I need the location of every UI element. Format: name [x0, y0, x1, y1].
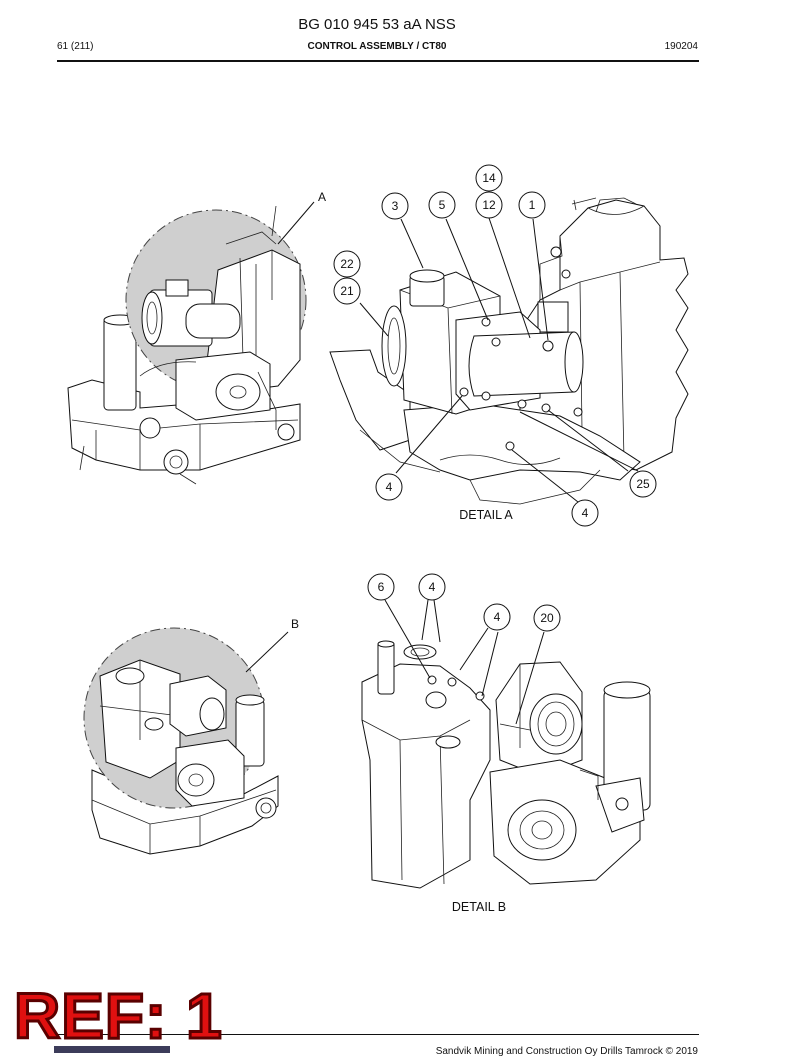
svg-text:5: 5 — [439, 198, 446, 212]
svg-text:14: 14 — [482, 171, 496, 185]
callout-21: 21 — [333, 277, 361, 305]
document-title: BG 010 945 53 aA NSS — [298, 16, 456, 33]
callout-3: 3 — [381, 192, 409, 220]
callout-4-detail-b-mid: 4 — [483, 603, 511, 631]
detail-b-label: DETAIL B — [452, 900, 506, 914]
overview-a-leader — [277, 201, 315, 245]
callout-4-detail-b-top: 4 — [418, 573, 446, 601]
overview-a-label: A — [318, 190, 326, 204]
overview-b-label: B — [291, 617, 299, 631]
svg-text:6: 6 — [378, 580, 385, 594]
svg-text:4: 4 — [386, 480, 393, 494]
callout-20: 20 — [533, 604, 561, 632]
callout-14: 14 — [475, 164, 503, 192]
overview-b-leader — [245, 631, 289, 673]
callout-1: 1 — [518, 191, 546, 219]
callout-12: 12 — [475, 191, 503, 219]
revision-date: 190204 — [664, 41, 698, 52]
detail-b-drawing — [361, 640, 651, 889]
ref-stamp: REF: 1 — [13, 980, 224, 1052]
callout-6: 6 — [367, 573, 395, 601]
svg-text:12: 12 — [482, 198, 496, 212]
header-rule — [57, 60, 699, 62]
svg-text:21: 21 — [340, 284, 354, 298]
svg-text:4: 4 — [429, 580, 436, 594]
svg-text:4: 4 — [494, 610, 501, 624]
detail-b-leaders — [384, 599, 545, 725]
callout-25: 25 — [629, 470, 657, 498]
callout-4-detail-a-right: 4 — [571, 499, 599, 527]
callout-5: 5 — [428, 191, 456, 219]
svg-text:4: 4 — [582, 506, 589, 520]
overview-a-drawing — [67, 205, 307, 485]
detail-a-drawing — [329, 197, 689, 505]
page-number: 61 (211) — [57, 41, 94, 52]
overview-b-drawing — [83, 627, 279, 855]
detail-a-leaders — [359, 217, 639, 503]
section-title: CONTROL ASSEMBLY / CT80 — [307, 41, 447, 52]
svg-text:3: 3 — [392, 199, 399, 213]
detail-a-label: DETAIL A — [459, 508, 513, 522]
svg-text:22: 22 — [340, 257, 354, 271]
callout-4-detail-a-left: 4 — [375, 473, 403, 501]
footer-copyright: Sandvik Mining and Construction Oy Drill… — [435, 1046, 698, 1057]
footer-rule — [57, 1034, 699, 1035]
logo-bar — [54, 1046, 170, 1053]
svg-text:1: 1 — [529, 198, 536, 212]
callout-22: 22 — [333, 250, 361, 278]
svg-text:20: 20 — [540, 611, 554, 625]
svg-text:25: 25 — [636, 477, 650, 491]
